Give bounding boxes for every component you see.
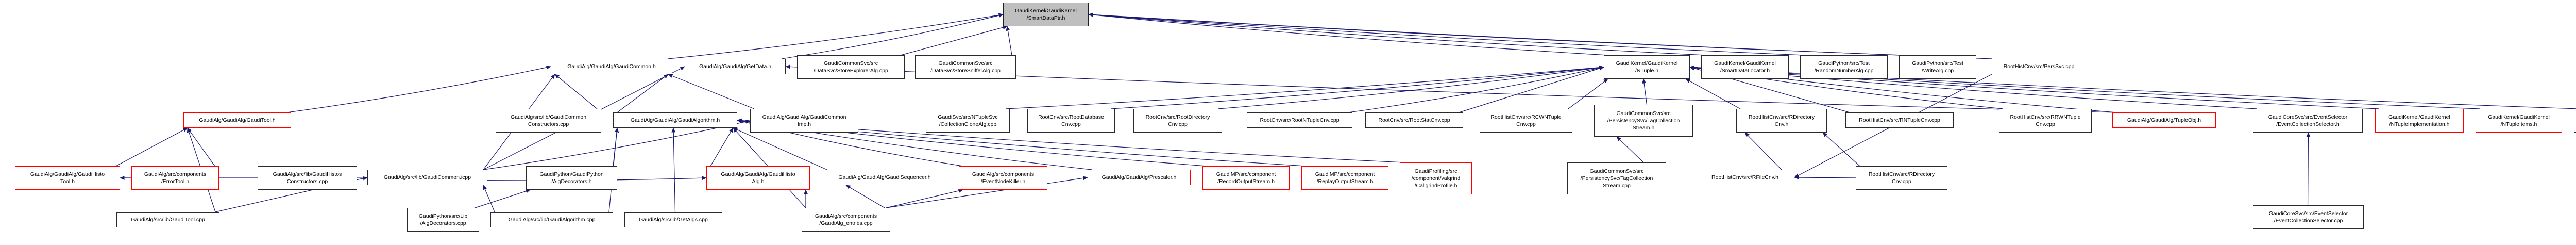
node-rootdirectorycnv-cpp[interactable]: RootCnv/src/RootDirectory Cnv.cpp bbox=[1133, 109, 1222, 133]
node-rcwntuplecnv-cpp[interactable]: RootHistCnv/src/RCWNTuple Cnv.cpp bbox=[1480, 109, 1572, 133]
edge-rootdirectorycnv-cpp-to-ntuple-h bbox=[1217, 66, 1604, 109]
node-rdirectorycnv-h[interactable]: RootHistCnv/src/RDirectory Cnv.h bbox=[1736, 109, 1827, 133]
edge-tagcollectionstream-cpp-to-tagcollectionstream-h bbox=[1616, 136, 1644, 163]
node-collectionclonealg-cpp[interactable]: GaudiSvc/src/NTupleSvc /CollectionCloneA… bbox=[926, 109, 1010, 133]
node-rootstatcnv-cpp[interactable]: RootCnv/src/RootStatCnv.cpp bbox=[1365, 112, 1463, 128]
edge-rdirectorycnv-cpp2-to-rfilecnv-h bbox=[1794, 175, 1856, 180]
edge-randomnumberalg-cpp-to-smartdataptr-h bbox=[1088, 12, 1805, 56]
edge-errortool-h-to-gauditool-h bbox=[187, 127, 215, 167]
edge-rdirectorycnv-cpp2-to-rdirectorycnv-h bbox=[1822, 132, 1860, 167]
node-eventnodekiller-h[interactable]: GaudiAlg/src/components /EventNodeKiller… bbox=[959, 166, 1047, 190]
node-gaudialg-entries-cpp[interactable]: GaudiAlg/src/components /GaudiAlg_entrie… bbox=[802, 208, 890, 232]
node-algdecorators-h[interactable]: GaudiPython/GaudiPython /AlgDecorators.h bbox=[526, 166, 617, 190]
node-gaudialgorithm-cpp[interactable]: GaudiAlg/src/lib/GaudiAlgorithm.cpp bbox=[490, 212, 613, 227]
edge-rdirectorycnv-h-to-ntuple-h bbox=[1685, 78, 1741, 109]
node-tagcollectionstream-cpp[interactable]: GaudiCommonSvc/src /PersistencySvc/TagCo… bbox=[1567, 162, 1666, 194]
node-gaudicommonconstructors[interactable]: GaudiAlg/src/lib/GaudiCommon Constructor… bbox=[496, 109, 601, 133]
edge-getalgs-cpp-to-gaudialgorithm-h bbox=[671, 127, 676, 213]
node-callgrindprofile-h[interactable]: GaudiProfiling/src /component/valgrind /… bbox=[1400, 162, 1472, 194]
node-gaudihistosconstructors[interactable]: GaudiAlg/src/lib/GaudiHistos Constructor… bbox=[258, 166, 357, 190]
node-randomnumberalg-cpp[interactable]: GaudiPython/src/Test /RandomNumberAlg.cp… bbox=[1800, 55, 1888, 79]
edge-gaudialg-entries-cpp-to-eventnodekiller-h bbox=[886, 189, 963, 208]
node-rdirectorycnv-cpp2[interactable]: RootHistCnv/src/RDirectory Cnv.cpp bbox=[1856, 166, 1947, 190]
node-ntuple-h[interactable]: GaudiKernel/GaudiKernel /NTuple.h bbox=[1604, 55, 1690, 79]
node-ntupleimplementation-h[interactable]: GaudiKernel/GaudiKernel /NTupleImplement… bbox=[2375, 109, 2464, 133]
edge-algdecorators-cpp-to-algdecorators-h bbox=[474, 189, 531, 208]
edge-gaudialgorithm-cpp-to-gaudicommon-icpp bbox=[483, 185, 495, 213]
node-rrwntuplecnv-cpp[interactable]: RootHistCnv/src/RRWNTuple Cnv.cpp bbox=[1999, 109, 2092, 133]
node-perssvc-cpp[interactable]: RootHistCnv/src/PersSvc.cpp bbox=[1988, 59, 2090, 74]
edge-gauditool-h-to-gaudicommon-h bbox=[286, 65, 551, 113]
node-eventcollectionselector-h[interactable]: GaudiCoreSvc/src/EventSelector /EventCol… bbox=[2253, 109, 2363, 133]
node-recordoutputstream-h[interactable]: GaudiMP/src/component /RecordOutputStrea… bbox=[1202, 166, 1290, 190]
node-ntupleitems-h[interactable]: GaudiKernel/GaudiKernel /NTupleItems.h bbox=[2476, 109, 2562, 133]
node-algdecorators-cpp[interactable]: GaudiPython/src/Lib /AlgDecorators.cpp bbox=[407, 208, 479, 232]
node-gaudisequencer-h[interactable]: GaudiAlg/GaudiAlg/GaudiSequencer.h bbox=[823, 170, 946, 185]
node-gaudihistotool-h[interactable]: GaudiAlg/GaudiAlg/GaudiHisto Tool.h bbox=[15, 166, 120, 190]
edge-gaudicommon-h-to-smartdataptr-h bbox=[668, 13, 1004, 59]
edge-gaudisequencer-h-to-gaudialgorithm-h bbox=[733, 127, 827, 170]
edge-gaudihistoalg-h-to-gaudialgorithm-h bbox=[710, 127, 734, 167]
edge-rootstatcnv-cpp-to-ntuple-h bbox=[1459, 66, 1604, 113]
node-rootdatabasecnv-cpp[interactable]: RootCnv/src/RootDatabase Cnv.cpp bbox=[1027, 109, 1115, 133]
edge-gaudialg-entries-cpp-to-gaudisequencer-h bbox=[845, 185, 885, 208]
node-tagcollectionstream-h[interactable]: GaudiCommonSvc/src /PersistencySvc/TagCo… bbox=[1594, 105, 1693, 137]
edge-gaudialgorithm-h-to-gaudicommon-h bbox=[617, 74, 669, 113]
edge-smartdatalocator-h-to-smartdataptr-h bbox=[1088, 12, 1706, 56]
node-getdata-h[interactable]: GaudiAlg/GaudiAlg/GetData.h bbox=[685, 59, 786, 74]
node-rootntuplecnv-cpp[interactable]: RootCnv/src/RootNTupleCnv.cpp bbox=[1247, 112, 1352, 128]
node-rfilecnv-h[interactable]: RootHistCnv/src/RFileCnv.h bbox=[1696, 170, 1794, 185]
node-smartdataptr-h[interactable]: GaudiKernel/GaudiKernel /SmartDataPtr.h bbox=[1003, 3, 1089, 26]
node-gauditool-cpp[interactable]: GaudiAlg/src/lib/GaudiTool.cpp bbox=[116, 212, 219, 227]
node-gaudicommon-icpp[interactable]: GaudiAlg/src/lib/GaudiCommon.icpp bbox=[367, 170, 487, 185]
edge-collectionclonealg-cpp-to-ntuple-h bbox=[1005, 65, 1604, 109]
node-getalgs-cpp[interactable]: GaudiAlg/src/lib/GetAlgs.cpp bbox=[624, 212, 722, 227]
edge-writealg-cpp-to-smartdataptr-h bbox=[1088, 12, 1904, 56]
node-gaudialgorithm-h[interactable]: GaudiAlg/GaudiAlg/GaudiAlgorithm.h bbox=[613, 112, 737, 128]
node-errortool-h[interactable]: GaudiAlg/src/components /ErrorTool.h bbox=[131, 166, 219, 190]
edge-ntuple-h-to-smartdataptr-h bbox=[1088, 12, 1608, 56]
node-storeexploreralg-cpp[interactable]: GaudiCommonSvc/src /DataSvc/StoreExplore… bbox=[797, 55, 905, 79]
node-replayoutputstream-h[interactable]: GaudiMP/src/component /ReplayOutputStrea… bbox=[1301, 166, 1388, 190]
edge-getdata-h-to-smartdataptr-h bbox=[781, 13, 1004, 59]
edge-eventcollectionselector-cpp-to-eventcollectionselector-h bbox=[2306, 132, 2311, 206]
node-tupleobj-h[interactable]: GaudiAlg/GaudiAlg/TupleObj.h bbox=[2112, 112, 2216, 128]
node-gaudicommon-h[interactable]: GaudiAlg/GaudiAlg/GaudiCommon.h bbox=[551, 59, 672, 74]
node-gaudicommonimp-h[interactable]: GaudiAlg/GaudiAlg/GaudiCommon Imp.h bbox=[750, 109, 858, 133]
edge-perssvc-cpp-to-smartdataptr-h bbox=[1088, 12, 1992, 59]
node-gaudihistoalg-h[interactable]: GaudiAlg/GaudiAlg/GaudiHisto Alg.h bbox=[706, 166, 810, 190]
node-gauditool-h[interactable]: GaudiAlg/GaudiAlg/GaudiTool.h bbox=[183, 112, 291, 128]
edge-rootdatabasecnv-cpp-to-ntuple-h bbox=[1110, 65, 1604, 109]
node-writealg-cpp[interactable]: GaudiPython/src/Test /WriteAlg.cpp bbox=[1899, 55, 1976, 79]
node-prescaler-h[interactable]: GaudiAlg/GaudiAlg/Prescaler.h bbox=[1088, 170, 1191, 185]
edge-algdecorators-h-to-gaudialgorithm-h bbox=[613, 127, 619, 167]
edge-gaudicommonimp-h-to-gaudicommon-h bbox=[668, 74, 755, 109]
node-selector-cpp[interactable]: GaudiKernel/src/Lib /Selector.cpp bbox=[2574, 109, 2576, 133]
edge-tagcollectionstream-h-to-ntuple-h bbox=[1642, 78, 1648, 105]
node-smartdatalocator-h[interactable]: GaudiKernel/GaudiKernel /SmartDataLocato… bbox=[1701, 55, 1789, 79]
edge-storeexploreralg-cpp-to-smartdataptr-h bbox=[900, 25, 1008, 56]
node-eventcollectionselector-cpp[interactable]: GaudiCoreSvc/src/EventSelector /EventCol… bbox=[2253, 205, 2364, 229]
edge-rootntuplecnv-cpp-to-ntuple-h bbox=[1348, 66, 1604, 113]
edge-rfilecnv-h-to-rdirectorycnv-h bbox=[1744, 132, 1782, 170]
edge-storesnifferalg-cpp-to-smartdataptr-h bbox=[1006, 26, 1012, 56]
node-storesnifferalg-cpp[interactable]: GaudiCommonSvc/src /DataSvc/StoreSniffer… bbox=[915, 55, 1016, 79]
edge-gaudicommonconstructors-to-gaudicommon-h bbox=[554, 74, 598, 109]
node-rntuplecnv-cpp[interactable]: RootHistCnv/src/RNTupleCnv.cpp bbox=[1845, 112, 1954, 128]
edge-gaudihistotool-h-to-gauditool-h bbox=[115, 127, 188, 167]
